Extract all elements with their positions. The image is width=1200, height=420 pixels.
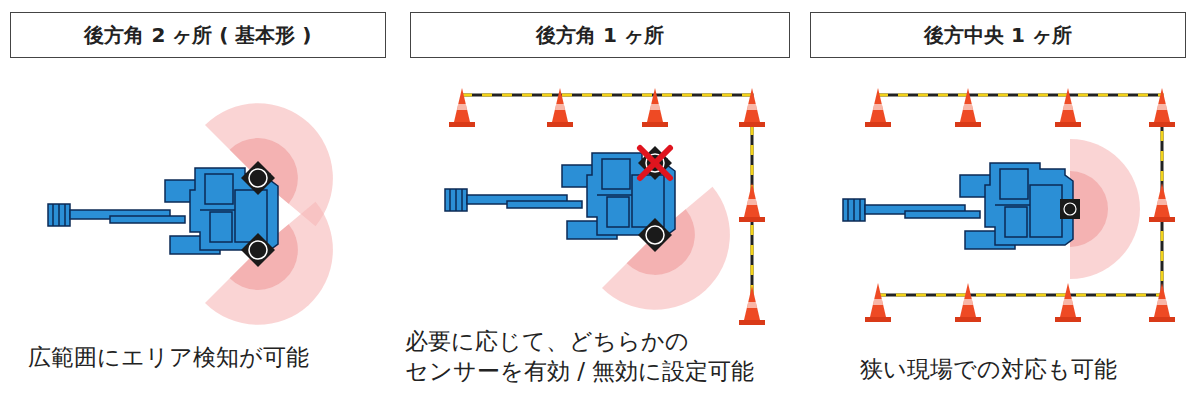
header-box: 後方角 1 ヶ所 <box>410 12 790 58</box>
caption-text: 広範囲にエリア検知が可能 <box>28 343 388 373</box>
caption-text: 必要に応じて、どちらかの センサーを有効 / 無効に設定可能 <box>405 327 835 387</box>
header-box: 後方角 2 ヶ所 ( 基本形 ) <box>10 12 386 58</box>
header-text: 後方角 2 ヶ所 ( 基本形 ) <box>84 22 311 49</box>
header-text: 後方中央 1 ヶ所 <box>924 22 1072 49</box>
header-text: 後方角 1 ヶ所 <box>536 22 664 49</box>
caption-text: 狭い現場での対応も可能 <box>860 355 1180 385</box>
header-box: 後方中央 1 ヶ所 <box>810 12 1186 58</box>
